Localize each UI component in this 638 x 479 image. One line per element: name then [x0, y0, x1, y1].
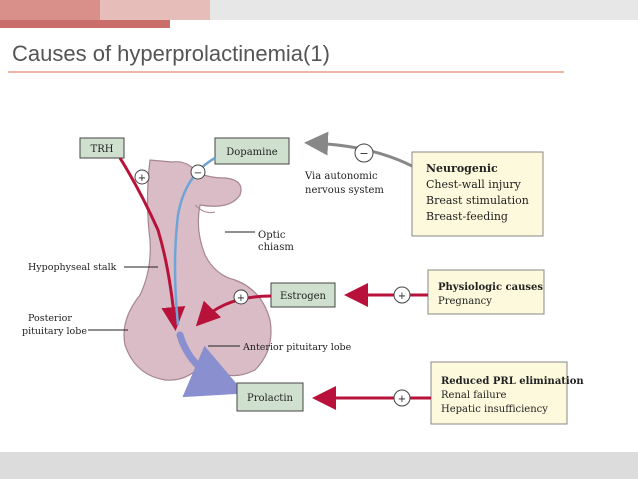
estrogen-label: Estrogen [280, 291, 327, 302]
physiologic-item: Pregnancy [438, 296, 492, 307]
reduced-prl-plus-icon [393, 389, 411, 407]
optic-label-line2: chiasm [258, 242, 294, 253]
prolactin-box [236, 382, 304, 412]
physiologic-title: Physiologic causes [438, 282, 543, 293]
physiologic-plus-sign: + [398, 291, 406, 302]
footer-band [0, 452, 638, 479]
reduced-prl-item: Hepatic insufficiency [441, 404, 548, 415]
trh-plus-sign: + [138, 173, 146, 184]
dopamine-box [214, 137, 290, 165]
trh-box [79, 137, 125, 159]
slide-title: Causes of hyperprolactinemia(1) [12, 41, 330, 66]
neurogenic-item: Breast-feeding [426, 210, 508, 223]
estrogen-plus-sign: + [237, 293, 245, 304]
autonomic-minus-sign: − [359, 147, 368, 160]
reduced-prl-title: Reduced PRL elimination [441, 376, 584, 387]
via-label-line1: Via autonomic [304, 171, 378, 182]
posterior-label-line1: Posterior [28, 313, 72, 324]
trh-plus-icon [134, 169, 150, 185]
prolactin-release-arrow [176, 331, 245, 398]
optic-label-line1: Optic [258, 230, 286, 241]
anterior-label: Anterior pituitary lobe [242, 342, 352, 353]
estrogen-box [270, 282, 336, 308]
header-strip [0, 20, 170, 28]
dopamine-label: Dopamine [226, 147, 278, 158]
autonomic-minus-icon [354, 143, 374, 163]
reduced-prl-plus-sign: + [398, 394, 406, 405]
estrogen-plus-icon [233, 289, 249, 305]
neurogenic-item: Breast stimulation [426, 194, 529, 207]
physiologic-plus-icon [393, 286, 411, 304]
stalk-label: Hypophyseal stalk [28, 262, 117, 273]
header-bar-light [100, 0, 210, 20]
via-label-line2: nervous system [305, 185, 384, 196]
prolactin-label: Prolactin [247, 393, 294, 404]
header-bar-accent [0, 0, 100, 20]
reduced-prl-item: Renal failure [441, 390, 507, 401]
dopamine-minus-sign: − [194, 168, 202, 179]
title-underline [8, 71, 564, 73]
neurogenic-title: Neurogenic [426, 162, 498, 175]
pituitary-gland [123, 159, 272, 381]
neurogenic-item: Chest-wall injury [426, 178, 522, 191]
dopamine-minus-icon [190, 164, 206, 180]
estrogen-arrow [195, 294, 272, 327]
physiologic-box [427, 269, 545, 315]
neurogenic-box [411, 151, 544, 237]
trh-arrow [118, 157, 186, 331]
reduced-prl-box [430, 361, 568, 425]
trh-label: TRH [91, 144, 114, 155]
header-bar-gray [210, 0, 638, 20]
posterior-label-line2: pituitary lobe [22, 326, 87, 337]
